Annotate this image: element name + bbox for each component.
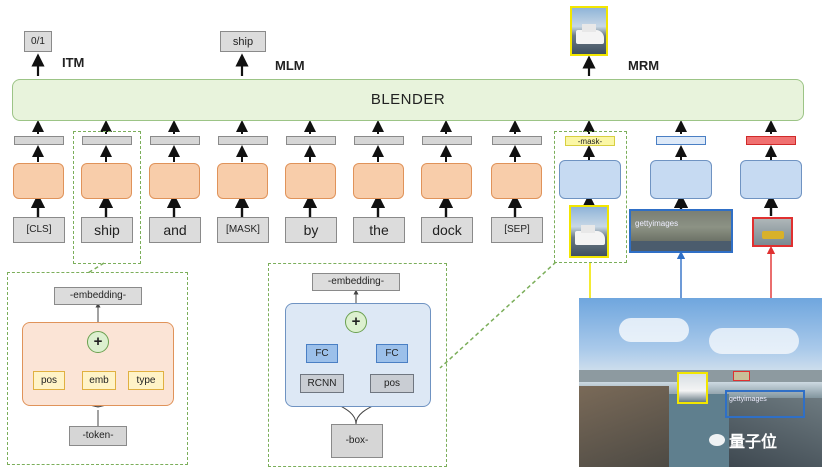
- red-region-box: [733, 371, 750, 381]
- masked-region-highlight: [554, 131, 627, 263]
- image-plus-node: +: [345, 311, 367, 333]
- token-dock: dock: [421, 217, 473, 243]
- token-and: and: [149, 217, 201, 243]
- boat-shape: [762, 231, 784, 239]
- itm-title: ITM: [62, 55, 85, 70]
- left-wharf: [579, 386, 669, 467]
- embed-bar-masked-region: -mask-: [565, 136, 615, 146]
- rcnn-block: RCNN: [300, 374, 344, 393]
- token-by: by: [285, 217, 337, 243]
- image-leader-line: [439, 261, 557, 369]
- text-embedding-detail: [7, 272, 188, 465]
- token-mask: [MASK]: [217, 217, 269, 243]
- image-embedder-blue: [650, 160, 712, 199]
- text-embedder-the: [353, 163, 404, 199]
- mrm-output-image: [570, 6, 608, 56]
- ship-shape: [576, 30, 604, 44]
- embed-bar-dock: [422, 136, 472, 145]
- text-embedder-by: [285, 163, 336, 199]
- embed-bar-ship: [82, 136, 132, 145]
- fc-right: FC: [376, 344, 408, 363]
- embed-bar-the: [354, 136, 404, 145]
- text-embedder-sep: [491, 163, 542, 199]
- region-image-masked: [569, 205, 609, 258]
- text-embedder-and: [149, 163, 200, 199]
- ship-deck: [582, 24, 596, 32]
- image-embedder-red: [740, 160, 802, 199]
- type-embedding: type: [128, 371, 164, 390]
- mlm-title: MLM: [275, 58, 305, 73]
- mrm-title: MRM: [628, 58, 660, 73]
- text-embedder-cls: [13, 163, 64, 199]
- text-embedding-output: -embedding-: [54, 287, 142, 305]
- bottom-arrows: [30, 193, 779, 217]
- token-source: -token-: [69, 426, 127, 446]
- region-image-blue: gettyimages: [629, 209, 733, 253]
- text-leader-line: [87, 262, 105, 274]
- blue-region-box: [725, 390, 805, 418]
- token-ship: ship: [81, 217, 133, 243]
- itm-output-box: 0/1: [24, 31, 52, 52]
- image-embedding-output: -embedding-: [312, 273, 400, 291]
- right-wharf: [729, 398, 822, 467]
- embed-bar-by: [286, 136, 336, 145]
- cloud-1: [619, 318, 689, 342]
- wechat-icon: [709, 434, 725, 446]
- token-cls: [CLS]: [13, 217, 65, 243]
- embed-bar-and: [150, 136, 200, 145]
- text-embedder-ship: [81, 163, 132, 199]
- word-embedding: emb: [82, 371, 116, 390]
- embed-bar-cls: [14, 136, 64, 145]
- top-arrows: [32, 120, 777, 134]
- source-photo: gettyimages 量子位: [579, 298, 822, 467]
- token-the: the: [353, 217, 405, 243]
- cloud-2: [709, 328, 799, 354]
- embed-bar-sep: [492, 136, 542, 145]
- token-sep: [SEP]: [491, 217, 543, 243]
- getty-watermark-photo: gettyimages: [729, 396, 767, 403]
- embed-bar-region-blue: [656, 136, 706, 145]
- blender-block: BLENDER: [12, 79, 804, 121]
- getty-watermark: gettyimages: [635, 219, 679, 228]
- text-plus-node: +: [87, 331, 109, 353]
- brand-logo-text: 量子位: [729, 434, 778, 451]
- ship-shape: [575, 231, 605, 245]
- water: [669, 394, 729, 467]
- ship-token-highlight: [73, 131, 141, 264]
- fc-left: FC: [306, 344, 338, 363]
- ship-deck: [581, 225, 595, 233]
- yellow-region-box: [677, 372, 708, 404]
- text-embedder-dock: [421, 163, 472, 199]
- text-embedder-mask: [217, 163, 268, 199]
- region-image-red: [752, 217, 793, 247]
- box-pos-block: pos: [370, 374, 414, 393]
- image-embedding-detail: [268, 263, 447, 467]
- box-source: -box-: [331, 424, 383, 458]
- dock-roof: [631, 241, 731, 251]
- embed-bar-mask: [218, 136, 268, 145]
- embed-bar-region-red: [746, 136, 796, 145]
- mlm-output-box: ship: [220, 31, 266, 52]
- image-embedder-masked: [559, 160, 621, 199]
- pos-embedding: pos: [33, 371, 65, 390]
